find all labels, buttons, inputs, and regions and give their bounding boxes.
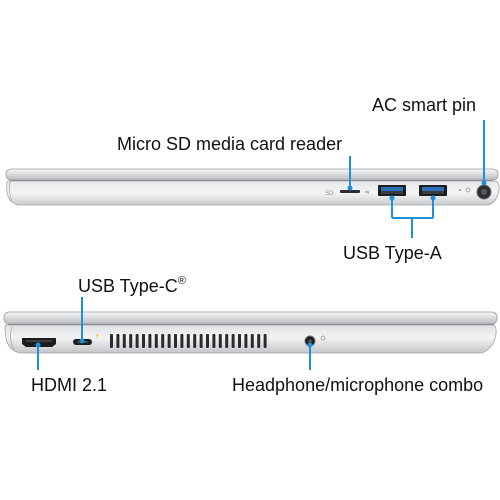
sd-glyph: SD	[325, 191, 334, 197]
headphone-combo-label: Headphone/microphone combo	[232, 375, 484, 395]
power-pin-icon	[476, 184, 492, 200]
vent-slot	[129, 334, 133, 348]
headphone-jack-icon	[304, 335, 316, 347]
vent-slot	[263, 334, 267, 348]
vent-slot	[193, 334, 197, 348]
micro-sd-reader-label: Micro SD media card reader	[117, 134, 343, 154]
callouts-bottom	[37, 297, 311, 370]
vent-slot	[122, 334, 126, 348]
callout-dots-bottom	[35, 338, 313, 348]
vent-slot	[148, 334, 152, 348]
vent-slot	[154, 334, 158, 348]
vent-slot	[244, 334, 248, 348]
vent-slot	[167, 334, 171, 348]
top-lid	[5, 168, 499, 181]
svg-text:⇆: ⇆	[365, 190, 369, 196]
usb-a-port-icon	[419, 185, 447, 196]
bottom-lid	[3, 311, 498, 325]
usb-type-c-text: USB Type-C	[78, 276, 178, 296]
vent-slot	[218, 334, 222, 348]
vent-slot	[212, 334, 216, 348]
vent-slot	[238, 334, 241, 348]
vent-slot	[231, 334, 235, 348]
vent-slot	[161, 334, 165, 348]
callouts-top	[349, 120, 485, 238]
ac-smart-pin-label: AC smart pin	[372, 95, 477, 115]
bottom-base	[4, 324, 497, 354]
usb-type-a-label: USB Type-A	[343, 243, 442, 263]
callout-dots-top	[347, 180, 487, 201]
vent-slot	[186, 334, 190, 348]
registered-mark: ®	[177, 275, 186, 287]
usb-a-port-icon	[378, 185, 406, 196]
vent-slot	[174, 334, 177, 348]
vent-slot	[116, 334, 120, 348]
vent-slot	[225, 334, 229, 348]
hdmi-label: HDMI 2.1	[31, 375, 108, 395]
vent-slot	[180, 334, 184, 348]
laptop-right-side: SD ⇆	[5, 168, 500, 206]
vent-slot	[135, 334, 139, 348]
svg-text:⚡: ⚡	[95, 333, 100, 338]
sd-card-slot-icon	[340, 190, 360, 193]
usb-type-c-label: USB Type-C®	[78, 275, 186, 296]
vent-slot	[250, 334, 254, 348]
top-base	[6, 180, 500, 206]
vent-slot	[142, 334, 145, 348]
laptop-left-side: ⚡	[3, 311, 498, 354]
cooling-vents	[110, 334, 267, 348]
vent-slot	[199, 334, 203, 348]
vent-slot	[206, 334, 209, 348]
vent-slot	[257, 334, 261, 348]
vent-slot	[110, 334, 113, 348]
hdmi-port-icon	[22, 338, 56, 347]
